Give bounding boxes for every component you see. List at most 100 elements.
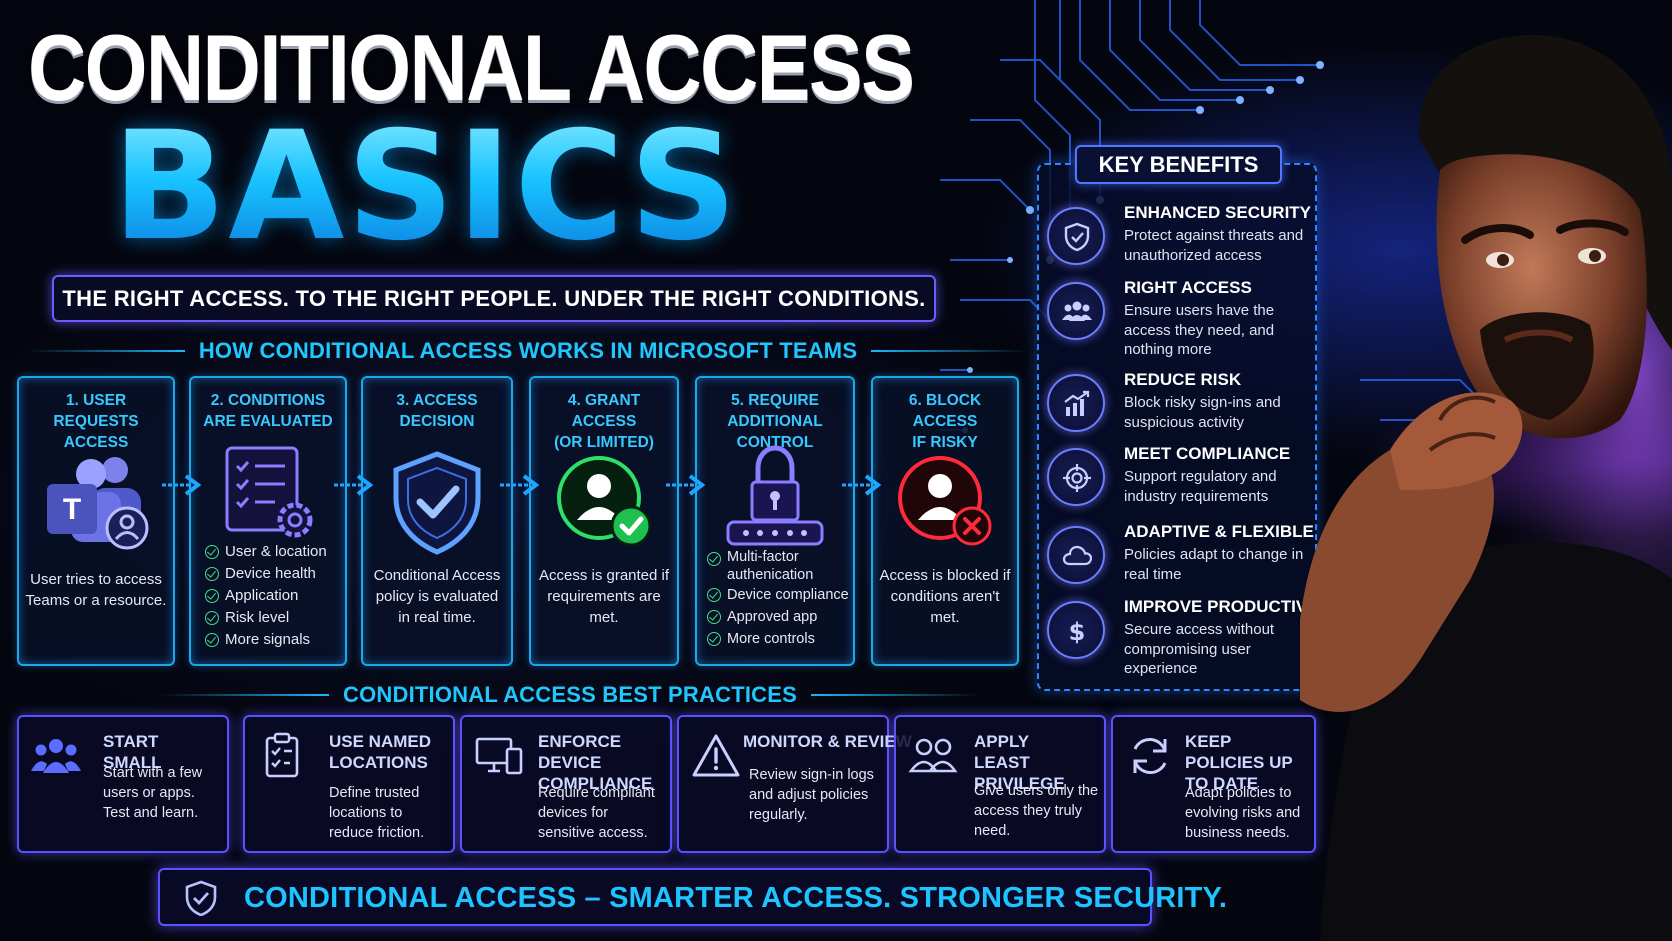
step-description: User tries to access Teams or a resource… (25, 571, 167, 609)
best-practices-heading: CONDITIONAL ACCESS BEST PRACTICES (160, 680, 981, 710)
benefit-item: ENHANCED SECURITY Protect against threat… (1047, 203, 1312, 273)
shield-check-icon (393, 451, 481, 555)
flow-arrow-icon (334, 474, 374, 496)
practice-card-3: ENFORCE DEVICE COMPLIANCE Require compli… (460, 715, 672, 853)
practice-title: KEEP POLICIES UP TO DATE (1185, 732, 1293, 793)
step-description: Access is blocked if conditions aren't m… (879, 567, 1011, 626)
list-item: Multi-factor authenication (707, 548, 837, 584)
practice-description: Require compliant devices for sensitive … (538, 785, 655, 841)
how-it-works-heading: HOW CONDITIONAL ACCESS WORKS IN MICROSOF… (28, 336, 1029, 366)
check-icon (205, 611, 219, 625)
practice-card-6: KEEP POLICIES UP TO DATE Adapt policies … (1111, 715, 1316, 853)
step-description: Conditional Access policy is evaluated i… (373, 567, 501, 626)
shield-check-icon (185, 880, 217, 916)
divider (811, 694, 981, 696)
best-practices-heading-text: CONDITIONAL ACCESS BEST PRACTICES (343, 682, 797, 707)
conditions-checklist: User & location Device health Applicatio… (205, 541, 339, 651)
user-granted-icon (557, 456, 652, 547)
benefit-item: REDUCE RISK Block risky sign-ins and sus… (1047, 370, 1309, 440)
benefit-item: ADAPTIVE & FLEXIBLE Policies adapt to ch… (1047, 522, 1314, 592)
cloud-icon (1047, 526, 1105, 584)
checklist-gear-icon (225, 446, 313, 538)
divider (28, 350, 185, 352)
list-item: Device compliance (707, 584, 849, 606)
footer-text: CONDITIONAL ACCESS – SMARTER ACCESS. STR… (244, 882, 1228, 914)
practice-title: START SMALL (103, 732, 162, 772)
how-it-works-heading-text: HOW CONDITIONAL ACCESS WORKS IN MICROSOF… (198, 338, 858, 363)
practice-title: USE NAMED LOCATIONS (329, 732, 432, 772)
thinking-man-portrait (1300, 34, 1672, 941)
benefit-description: Policies adapt to change in real time (1124, 546, 1304, 583)
padlock-password-icon (726, 445, 824, 546)
dollar-icon: $ (1047, 601, 1105, 659)
divider (871, 350, 1029, 352)
flow-arrow-icon (666, 474, 706, 496)
practice-description: Define trusted locations to reduce frict… (329, 785, 425, 841)
list-item: Application (205, 585, 339, 607)
user-blocked-icon (898, 456, 992, 546)
step-title: 1. USER REQUESTS ACCESS (53, 392, 139, 451)
step-title: 5. REQUIRE ADDITIONAL CONTROL (727, 392, 823, 451)
step-card-3: 3. ACCESS DECISION Conditional Access po… (361, 376, 513, 666)
benefit-title: IMPROVE PRODUCTIVITY (1124, 597, 1334, 616)
flow-arrow-icon (500, 474, 540, 496)
users-group-icon (31, 739, 81, 773)
footer-banner: CONDITIONAL ACCESS – SMARTER ACCESS. STR… (158, 868, 1227, 926)
step-card-6: 6. BLOCK ACCESS IF RISKY Access is block… (871, 376, 1019, 666)
list-item: Device health (205, 563, 339, 585)
key-benefits-heading: KEY BENEFITS (1075, 145, 1282, 184)
page-title: CONDITIONAL ACCESS (28, 15, 915, 120)
flow-arrow-icon (162, 474, 202, 496)
step-card-4: 4. GRANT ACCESS (OR LIMITED) Access is g… (529, 376, 679, 666)
benefit-description: Protect against threats and unauthorized… (1124, 227, 1304, 264)
step-title: 3. ACCESS DECISION (396, 392, 478, 430)
benefit-description: Block risky sign-ins and suspicious acti… (1124, 394, 1281, 431)
benefit-title: REDUCE RISK (1124, 370, 1242, 389)
flow-arrow-icon (842, 474, 882, 496)
step-card-1: 1. USER REQUESTS ACCESS T User tries to … (17, 376, 175, 666)
svg-text:T: T (63, 493, 81, 526)
practice-title: ENFORCE DEVICE COMPLIANCE (538, 732, 653, 793)
tagline: THE RIGHT ACCESS. TO THE RIGHT PEOPLE. U… (52, 275, 936, 322)
practice-title: MONITOR & REVIEW (743, 732, 912, 751)
benefit-title: ENHANCED SECURITY (1124, 203, 1312, 222)
practice-description: Adapt policies to evolving risks and bus… (1185, 785, 1301, 841)
check-icon (707, 632, 721, 646)
target-icon (1047, 448, 1105, 506)
users-outline-icon (908, 738, 958, 773)
benefit-title: ADAPTIVE & FLEXIBLE (1124, 522, 1314, 541)
practice-card-4: MONITOR & REVIEW Review sign-in logs and… (677, 715, 912, 853)
step-description: Access is granted if requirements are me… (538, 567, 670, 626)
controls-checklist: Multi-factor authenication Device compli… (707, 548, 849, 650)
list-item: More controls (707, 628, 847, 650)
check-icon (707, 588, 721, 602)
page-title-basics: BASICS (112, 112, 892, 262)
practice-card-2: USE NAMED LOCATIONS Define trusted locat… (243, 715, 455, 853)
check-icon (707, 610, 721, 624)
benefit-item: $ IMPROVE PRODUCTIVITY Secure access wit… (1047, 597, 1334, 677)
benefit-description: Ensure users have the access they need, … (1124, 302, 1275, 358)
check-icon (205, 633, 219, 647)
practice-description: Start with a few users or apps. Test and… (103, 765, 203, 821)
users-group-icon (1047, 282, 1105, 340)
step-card-5: 5. REQUIRE ADDITIONAL CONTROL Multi-fact… (695, 376, 855, 666)
practice-description: Review sign-in logs and adjust policies … (749, 767, 874, 823)
practice-card-1: START SMALL Start with a few users or ap… (17, 715, 229, 853)
benefit-description: Support regulatory and industry requirem… (1124, 468, 1277, 505)
list-item: Approved app (707, 606, 847, 628)
clipboard-check-icon (265, 732, 299, 778)
step-title: 2. CONDITIONS ARE EVALUATED (203, 392, 333, 430)
benefit-description: Secure access without compromising user … (1124, 621, 1275, 677)
practice-card-5: APPLY LEAST PRIVILEGE Give users only th… (894, 715, 1106, 853)
benefit-title: RIGHT ACCESS (1124, 278, 1252, 297)
check-icon (205, 589, 219, 603)
practice-title: APPLY LEAST PRIVILEGE (974, 732, 1065, 793)
refresh-icon (1133, 738, 1167, 774)
list-item: Risk level (205, 607, 339, 629)
benefit-item: RIGHT ACCESS Ensure users have the acces… (1047, 278, 1309, 358)
check-icon (707, 552, 721, 566)
divider (160, 694, 330, 696)
bar-chart-up-icon (1047, 374, 1105, 432)
list-item: More signals (205, 629, 339, 651)
